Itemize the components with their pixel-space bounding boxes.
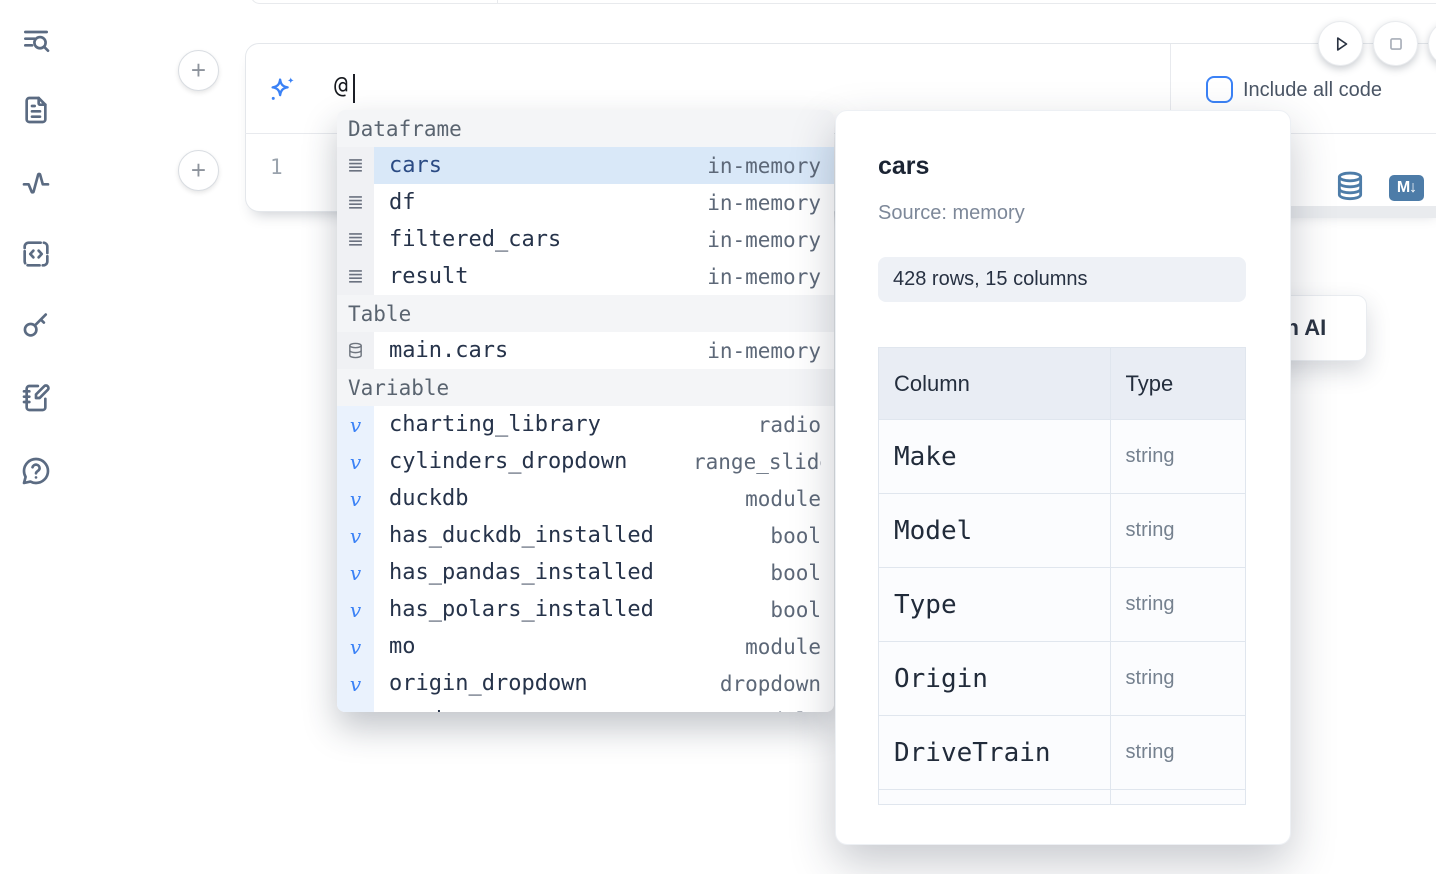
activity-icon[interactable] <box>20 167 52 199</box>
table-row: Make string <box>878 419 1246 494</box>
preview-title: cars <box>878 152 930 180</box>
variable-icon: v <box>337 702 374 712</box>
add-cell-below-button[interactable]: + <box>178 150 219 191</box>
dataframe-rows-icon <box>337 258 374 295</box>
run-cell-button[interactable] <box>1318 21 1363 66</box>
variable-icon: v <box>337 591 374 628</box>
preview-schema-table: Column Type Make string Model string Typ… <box>878 347 1246 805</box>
section-header-dataframe: Dataframe <box>337 110 834 147</box>
add-cell-above-button[interactable]: + <box>178 50 219 91</box>
type-header: Type <box>1109 347 1246 420</box>
table-row: Origin string <box>878 641 1246 716</box>
dataframe-rows-icon <box>337 221 374 258</box>
variable-icon: v <box>337 443 374 480</box>
table-row-partial <box>878 789 1246 805</box>
include-all-code-checkbox[interactable] <box>1206 76 1233 103</box>
file-text-icon[interactable] <box>20 94 52 126</box>
database-icon <box>337 332 374 369</box>
variable-icon: v <box>337 665 374 702</box>
prompt-divider <box>1170 44 1171 133</box>
dataframe-rows-icon <box>337 147 374 184</box>
table-row: Model string <box>878 493 1246 568</box>
variable-icon: v <box>337 480 374 517</box>
include-all-code-label: Include all code <box>1243 79 1382 101</box>
key-icon[interactable] <box>20 309 52 341</box>
variable-icon: v <box>337 628 374 665</box>
dataframe-rows-icon <box>337 184 374 221</box>
preview-shape-badge: 428 rows, 15 columns <box>878 257 1246 302</box>
editor-line-number: 1 <box>270 155 283 179</box>
datasource-icon[interactable] <box>1334 170 1366 202</box>
notebook-pen-icon[interactable] <box>20 382 52 414</box>
table-row: Type string <box>878 567 1246 642</box>
stop-cell-button[interactable] <box>1373 21 1418 66</box>
code-snippet-icon[interactable] <box>20 238 52 270</box>
sparkles-icon <box>267 74 297 104</box>
variable-icon: v <box>337 517 374 554</box>
variable-icon: v <box>337 554 374 591</box>
previous-cell-divider <box>497 0 498 4</box>
autocomplete-item-pandas[interactable]: v pandasmodule <box>337 702 834 712</box>
stop-icon <box>1389 37 1402 50</box>
list-search-icon[interactable] <box>20 24 52 56</box>
cell-bottom-strip <box>1290 206 1436 218</box>
preview-source: Source: memory <box>878 202 1025 224</box>
section-header-variable: Variable <box>337 369 834 406</box>
help-chat-icon[interactable] <box>20 455 52 487</box>
markdown-convert-icon[interactable]: M↓ <box>1389 175 1424 201</box>
ai-prompt-input[interactable]: @ <box>334 73 348 99</box>
section-header-table: Table <box>337 295 834 332</box>
column-header: Column <box>878 347 1111 420</box>
variable-icon: v <box>337 406 374 443</box>
play-icon <box>1336 36 1347 51</box>
text-cursor <box>353 74 355 103</box>
previous-cell-partial <box>250 0 1436 4</box>
table-row: DriveTrain string <box>878 715 1246 790</box>
